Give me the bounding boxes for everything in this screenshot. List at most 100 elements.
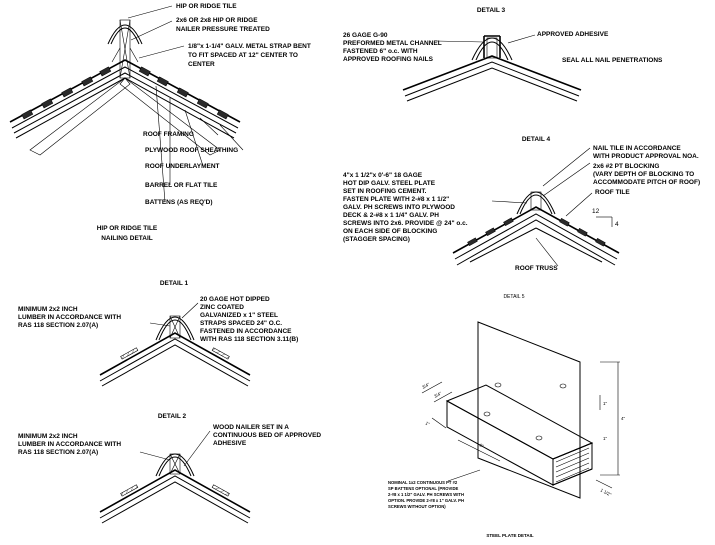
- roof-slope-outline: [9, 59, 241, 123]
- steel-plate-upright: [477, 321, 581, 499]
- dim-three-quarter-a: 3/4": [421, 382, 431, 390]
- detail-1-left-note-3: RAS 118 SECTION 2.07(A): [18, 322, 98, 329]
- detail-4-left-note-9: (STAGGER SPACING): [343, 236, 410, 243]
- callout-plywood-sheathing: PLYWOOD ROOF SHEATHING: [145, 147, 238, 154]
- detail-1-nailer: [169, 315, 181, 339]
- screw-hole: [483, 411, 491, 417]
- caption-line2: NAILING DETAIL: [101, 235, 153, 242]
- detail-3-seal-note: SEAL ALL NAIL PENETRATIONS: [562, 57, 663, 64]
- dim-one-inch-b: 1": [603, 401, 608, 406]
- detail-4-left-note-2: HOT DIP GALV. STEEL PLATE: [343, 180, 436, 187]
- steel-plate-note-3: 2-#8 x 1 1/2" GALV. PH SCREWS WITH: [388, 492, 464, 497]
- detail-4-nail-note-2: WITH PRODUCT APPROVAL NOA.: [593, 153, 699, 160]
- steel-plate-detail: 3/4" 3/4" 1" 1" 6" 4" 1 1/2" 1" NOMINAL …: [388, 321, 626, 538]
- detail-3-left-note-2: PREFORMED METAL CHANNEL: [343, 40, 442, 47]
- dim-six-inch: 6": [479, 442, 485, 449]
- steel-plate-note-5: SCREWS WITHOUT OPTION): [388, 504, 446, 509]
- callout-strap-line3: CENTER: [188, 61, 215, 68]
- rafter-right: [119, 77, 221, 156]
- screw-hole: [494, 382, 502, 388]
- detail-4-title: DETAIL 4: [522, 136, 551, 143]
- detail-5-title: DETAIL 5: [503, 294, 524, 300]
- dim-one-inch-c: 1": [603, 436, 608, 441]
- detail-2-right-note-1: WOOD NAILER SET IN A: [213, 424, 289, 431]
- detail-1-left-note-1: MINIMUM 2x2 INCH: [18, 306, 78, 313]
- detail-1-right-note-5: FASTENED IN ACCORDANCE: [200, 328, 292, 335]
- detail-3-left-note-1: 26 GAGE G-90: [343, 32, 388, 39]
- hip-ridge-nailing-detail: HIP OR RIDGE TILE 2x6 OR 2x8 HIP OR RIDG…: [9, 3, 311, 242]
- detail-3-left-note-3: FASTENED 6" o.c. WITH: [343, 48, 418, 55]
- detail-1-left-note-2: LUMBER IN ACCORDANCE WITH: [18, 314, 121, 321]
- detail-3-left-note-4: APPROVED ROOFING NAILS: [343, 56, 434, 63]
- steel-plate-caption: STEEL PLATE DETAIL: [486, 533, 534, 538]
- detail-4-tiles: [467, 217, 606, 247]
- metal-strap: [111, 47, 139, 63]
- detail-1-right-note-2: ZINC COATED: [200, 304, 244, 311]
- pitch-rise: 4: [615, 221, 619, 228]
- detail-4-left-note-5: GALV. PH SCREWS INTO PLYWOOD: [343, 204, 455, 211]
- rafter-left: [29, 77, 131, 156]
- callout-nailer-line2: NAILER PRESSURE TREATED: [176, 26, 270, 33]
- screw-hole: [535, 435, 543, 441]
- callout-battens: BATTENS (AS REQ'D): [145, 199, 213, 206]
- caption-line1: HIP OR RIDGE TILE: [97, 225, 158, 232]
- detail-4-blocking-note-2: (VARY DEPTH OF BLOCKING TO: [593, 171, 694, 178]
- hip-ridge-tile: [107, 24, 143, 45]
- detail-1-right-note-1: 20 GAGE HOT DIPPED: [200, 296, 270, 303]
- detail-3-nailer: [486, 37, 498, 59]
- detail-1-right-note-6: WITH RAS 118 SECTION 3.11(B): [200, 336, 298, 343]
- detail-1-right-note-4: STRAPS SPACED 24" O.C.: [200, 320, 282, 327]
- steel-plate-base-top: [445, 384, 594, 460]
- callout-roof-underlayment: ROOF UNDERLAYMENT: [145, 163, 220, 170]
- steel-plate-note-1: NOMINAL 1x2 CONTINUOUS PT #2: [388, 480, 458, 485]
- steel-plate-base-front: [446, 400, 554, 486]
- detail-2-left-note-1: MINIMUM 2x2 INCH: [18, 433, 78, 440]
- detail-4-nail-note-1: NAIL TILE IN ACCORDANCE: [593, 145, 681, 152]
- detail-4-left-note-1: 4"x 1 1/2"x 0'-6" 18 GAGE: [343, 172, 423, 179]
- dimension-lines: [421, 361, 620, 489]
- detail-3-ridge-tile: [471, 37, 513, 61]
- detail-4-left-note-3: SET IN ROOFING CEMENT.: [343, 188, 427, 195]
- detail-4-blocking-note-3: ACCOMMODATE PITCH OF ROOF): [593, 179, 700, 186]
- detail-2-left-note-3: RAS 118 SECTION 2.07(A): [18, 449, 98, 456]
- callout-nailer-line1: 2x6 OR 2x8 HIP OR RIDGE: [176, 17, 258, 24]
- detail-2-title: DETAIL 2: [158, 413, 187, 420]
- detail-2: DETAIL 2 MINIMUM 2x2 INCH LUMBER IN ACCO…: [18, 413, 321, 524]
- dim-one-inch-a: 1": [425, 420, 431, 427]
- detail-3: DETAIL 3 26 GAGE G-90 PREFORMED METAL CH…: [343, 7, 663, 102]
- dim-one-and-half-inch: 1 1/2": [600, 487, 613, 497]
- callout-leaders: [127, 5, 244, 203]
- steel-plate-note-4: OPTION. PROVIDE 2-#8 x 1" GALV. PH: [388, 498, 464, 503]
- detail-4-left-note-6: DECK & 2-#8 x 1 1/4" GALV. PH: [343, 212, 439, 219]
- detail-2-ridge-tile: [155, 453, 195, 477]
- detail-4: DETAIL 4 12 4 4"x 1 1/2"x 0'-6" 18 GAGE …: [343, 136, 700, 272]
- detail-4-roof-truss: ROOF TRUSS: [515, 265, 558, 272]
- detail-4-left-note-4: FASTEN PLATE WITH 2-#8 x 1 1/2": [343, 196, 449, 203]
- detail-3-adhesive: APPROVED ADHESIVE: [537, 31, 609, 38]
- detail-1-title: DETAIL 1: [160, 280, 189, 287]
- detail-4-left-note-7: SCREWS INTO 2x6. PROVIDE @ 24" o.c.: [343, 220, 468, 227]
- detail-3-title: DETAIL 3: [477, 7, 506, 14]
- callout-hip-ridge-tile: HIP OR RIDGE TILE: [176, 3, 237, 10]
- dim-four-inch: 4": [621, 416, 626, 421]
- detail-1-right-note-3: GALVANIZED x 1" STEEL: [200, 312, 278, 319]
- detail-1: DETAIL 1 MINIMUM 2x2 INCH LUMBER IN ACCO…: [18, 280, 298, 387]
- tiles-right: [138, 66, 229, 120]
- callout-roof-framing: ROOF FRAMING: [143, 131, 194, 138]
- ridge-nailer: [119, 19, 131, 79]
- detail-4-blocking-note-1: 2x6 #2 PT BLOCKING: [593, 163, 659, 170]
- detail-4-left-note-8: ON EACH SIDE OF BLOCKING: [343, 228, 437, 235]
- end-hatching: [555, 447, 590, 483]
- detail-2-left-note-2: LUMBER IN ACCORDANCE WITH: [18, 441, 121, 448]
- dim-three-quarter-b: 3/4": [433, 391, 443, 399]
- detail-2-right-note-2: CONTINUOUS BED OF APPROVED: [213, 432, 321, 439]
- detail-1-ridge-tile: [155, 316, 195, 341]
- pitch-run: 12: [592, 208, 600, 215]
- callout-strap-line2: TO FIT SPACED AT 12" CENTER TO: [188, 52, 298, 59]
- detail-2-right-note-3: ADHESIVE: [213, 440, 247, 447]
- detail-4-ridge-tile: [516, 191, 556, 215]
- callout-barrel-flat-tile: BARREL OR FLAT TILE: [145, 182, 218, 189]
- tiles-left: [21, 66, 112, 120]
- callout-strap-line1: 1/8"x 1-1/4" GALV. METAL STRAP BENT: [188, 43, 311, 50]
